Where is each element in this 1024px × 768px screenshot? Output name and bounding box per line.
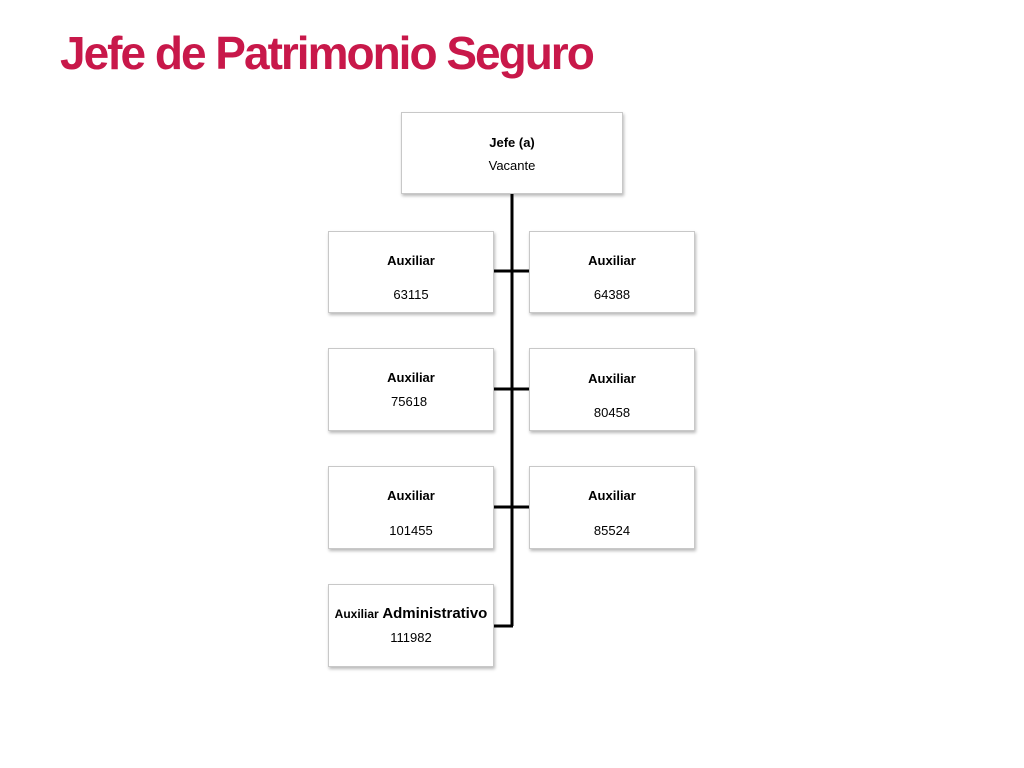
node-value: 75618 [391,394,428,409]
node-value: 63115 [393,287,429,302]
node-role: Auxiliar [387,488,435,503]
node-value: 64388 [593,287,631,302]
node-jefe: Jefe (a) Vacante [401,112,623,194]
node-value: 85524 [593,523,631,538]
node-value: 111982 [390,630,432,645]
node-role: Auxiliar [588,253,636,268]
node-auxiliar-85524: Auxiliar 85524 [529,466,695,549]
node-value: Vacante [488,158,536,173]
node-role: Auxiliar [387,253,435,268]
node-value: 101455 [389,523,433,538]
node-role: Auxiliar [387,370,435,385]
node-role: Auxiliar [588,488,636,503]
node-role: Auxiliar [588,371,636,386]
node-auxiliar-75618: Auxiliar 75618 [328,348,494,431]
node-auxiliar-64388: Auxiliar 64388 [529,231,695,313]
node-role: Auxiliar Administrativo [329,605,493,622]
node-role-suffix: Administrativo [382,605,488,622]
page-title: Jefe de Patrimonio Seguro [60,27,595,79]
node-auxiliar-80458: Auxiliar 80458 [529,348,695,431]
node-auxiliar-101455: Auxiliar 101455 [328,466,494,549]
node-role-prefix: Auxiliar [334,607,379,621]
node-value: 80458 [593,405,631,420]
node-role: Jefe (a) [489,135,535,150]
node-auxiliar-administrativo-111982: Auxiliar Administrativo 111982 [328,584,494,667]
node-auxiliar-63115: Auxiliar 63115 [328,231,494,313]
